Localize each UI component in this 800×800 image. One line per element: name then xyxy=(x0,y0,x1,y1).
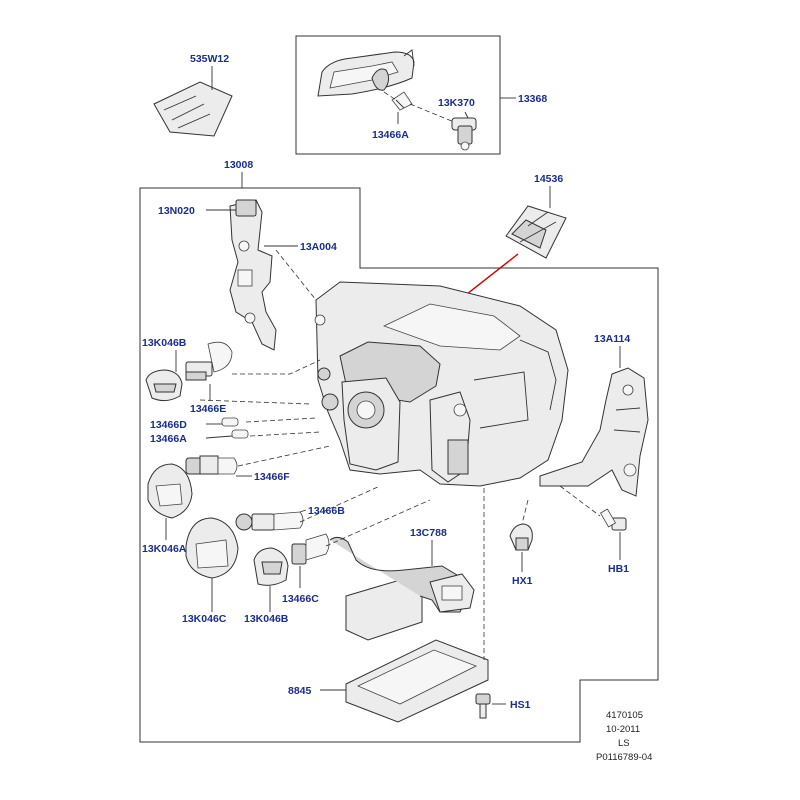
label-13466f: 13466F xyxy=(254,471,290,483)
label-hx1: HX1 xyxy=(512,575,533,587)
label-13k046b-bottom: 13K046B xyxy=(244,613,289,625)
bulb-e xyxy=(185,341,233,381)
headlamp-assembly-frame xyxy=(139,187,659,743)
label-13n020: 13N020 xyxy=(158,205,195,217)
ballast-module xyxy=(329,536,475,641)
assembly-guides xyxy=(199,249,601,660)
label-13466e: 13466E xyxy=(190,403,226,415)
label-13368: 13368 xyxy=(518,93,547,105)
label-13466c: 13466C xyxy=(282,593,319,605)
label-13466b: 13466B xyxy=(308,505,345,517)
bulb-cap-top xyxy=(145,369,183,402)
ballast-tray xyxy=(345,639,489,723)
side-marker-bulb xyxy=(391,91,413,124)
footer-illustration-number: P0116789-04 xyxy=(596,752,652,763)
label-14536: 14536 xyxy=(534,173,563,185)
headlamp-bracket xyxy=(229,199,277,351)
label-13k370: 13K370 xyxy=(438,97,475,109)
label-13466a-mid: 13466A xyxy=(150,433,187,445)
bulb-b xyxy=(235,511,304,531)
bulb-f xyxy=(185,455,238,475)
label-13a114: 13A114 xyxy=(594,333,630,345)
headlamp-housing xyxy=(314,281,569,487)
label-13466a-top: 13466A xyxy=(372,129,409,141)
label-13466d: 13466D xyxy=(150,419,187,431)
bolt-hb1 xyxy=(599,508,627,531)
footer-region: LS xyxy=(618,738,630,749)
bulb-c xyxy=(291,533,330,565)
bulb-cap-a xyxy=(147,463,193,540)
label-hb1: HB1 xyxy=(608,563,629,575)
label-535w12: 535W12 xyxy=(190,53,229,65)
label-hs1: HS1 xyxy=(510,699,531,711)
footer-date: 10-2011 xyxy=(606,724,640,735)
label-13k046a: 13K046A xyxy=(142,543,187,555)
label-8845: 8845 xyxy=(288,685,312,697)
grease-sachet xyxy=(153,81,233,137)
label-13008: 13008 xyxy=(224,159,253,171)
label-13a004: 13A004 xyxy=(300,241,337,253)
side-marker-frame xyxy=(295,35,501,155)
bulb-a xyxy=(231,429,249,439)
screw-hs1 xyxy=(475,693,491,719)
adjuster-hx1 xyxy=(509,523,533,551)
label-13k046b-top: 13K046B xyxy=(142,337,187,349)
label-13c788: 13C788 xyxy=(410,527,447,539)
bulb-d xyxy=(221,417,239,427)
side-marker-bulb-holder xyxy=(451,111,477,151)
bulb-cap-bottom xyxy=(253,547,289,612)
side-marker-lamp xyxy=(317,49,415,97)
mounting-bracket-right xyxy=(539,367,649,497)
access-cover xyxy=(505,205,567,259)
label-13k046c: 13K046C xyxy=(182,613,227,625)
bulb-cap-c xyxy=(185,517,239,612)
footer-code: 4170105 xyxy=(606,710,643,721)
